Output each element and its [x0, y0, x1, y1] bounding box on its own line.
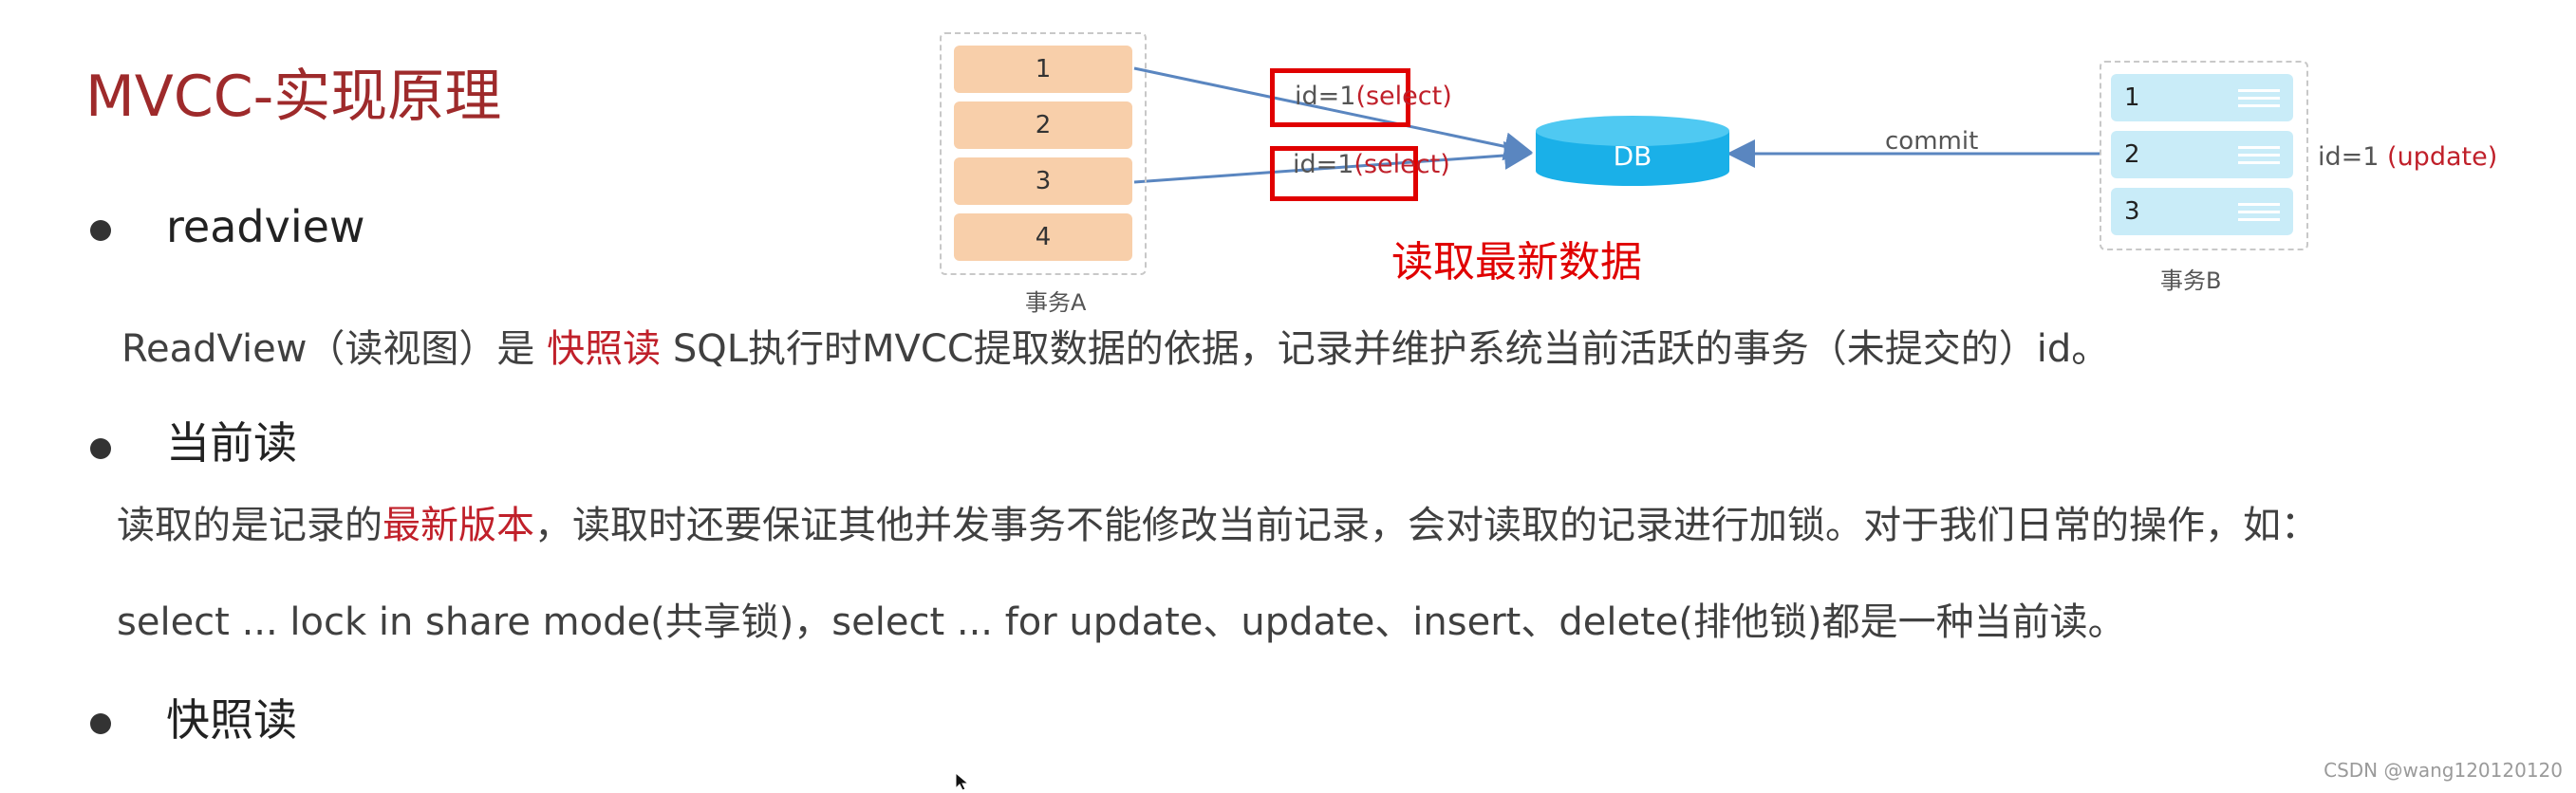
- bullet-icon: [90, 220, 111, 241]
- text-segment: ，读取时还要保证其他并发事务不能修改当前记录，会对读取的记录进行加锁。对于我们日…: [534, 504, 2319, 547]
- text-segment: 读取的是记录的: [117, 504, 383, 547]
- watermark: CSDN @wang120120120: [2324, 759, 2563, 782]
- transaction-b-row: 2: [2111, 131, 2293, 178]
- transaction-b-row: 3: [2111, 188, 2293, 235]
- transaction-a-box: [940, 32, 1147, 275]
- transaction-b-row: 1: [2111, 74, 2293, 121]
- select-highlight-box: [1270, 146, 1418, 201]
- transaction-a-row: 2: [954, 101, 1132, 149]
- database-icon: [1536, 116, 1729, 186]
- bullet-icon: [90, 438, 111, 459]
- lines-icon: [2238, 203, 2280, 226]
- db-label: DB: [1613, 140, 1652, 172]
- select-id: id=1: [1293, 150, 1354, 179]
- text-segment: ReadView（读视图）是: [121, 327, 548, 371]
- page-title: MVCC-实现原理: [85, 64, 502, 130]
- transaction-a-row: 3: [954, 157, 1132, 205]
- highlight-latest-version: 最新版本: [383, 504, 534, 547]
- transaction-a-row: 1: [954, 46, 1132, 93]
- transaction-b-caption: 事务B: [2160, 267, 2222, 294]
- section-heading-current-read: 当前读: [166, 417, 297, 469]
- transaction-a-row: 4: [954, 213, 1132, 261]
- row-number: 2: [2124, 140, 2140, 169]
- transaction-b-box: [2100, 61, 2308, 250]
- text-segment: SQL执行时MVCC提取数据的依据，记录并维护系统当前活跃的事务（未提交的）id…: [661, 327, 2110, 371]
- transaction-a-caption: 事务A: [1025, 289, 1087, 316]
- current-read-examples: select ... lock in share mode(共享锁)，selec…: [117, 600, 2126, 644]
- update-label: id=1 (update): [2318, 142, 2497, 172]
- row-number: 3: [2124, 197, 2140, 226]
- row-number: 1: [2124, 83, 2140, 112]
- select-id: id=1: [1295, 82, 1356, 111]
- update-op: (update): [2387, 142, 2498, 172]
- select-arrow-1: [1133, 66, 1533, 161]
- select-label-2: id=1(select): [1293, 150, 1450, 179]
- select-highlight-box: [1270, 68, 1410, 127]
- select-arrow-2: [1133, 140, 1533, 184]
- current-read-description: 读取的是记录的最新版本，读取时还要保证其他并发事务不能修改当前记录，会对读取的记…: [117, 503, 2319, 548]
- lines-icon: [2238, 146, 2280, 169]
- select-op: (select): [1353, 150, 1450, 179]
- read-latest-data-caption: 读取最新数据: [1391, 238, 1642, 286]
- mouse-cursor-icon: [955, 772, 970, 791]
- lines-icon: [2238, 89, 2280, 112]
- section-heading-readview: readview: [166, 201, 365, 252]
- highlight-snapshot-read: 快照读: [547, 327, 662, 371]
- select-label-1: id=1(select): [1295, 82, 1452, 111]
- select-op: (select): [1355, 82, 1452, 111]
- commit-label: commit: [1885, 127, 1979, 156]
- section-heading-snapshot-read: 快照读: [166, 694, 297, 746]
- bullet-icon: [90, 713, 111, 734]
- readview-description: ReadView（读视图）是 快照读 SQL执行时MVCC提取数据的依据，记录并…: [121, 326, 2109, 372]
- update-id: id=1: [2318, 142, 2388, 172]
